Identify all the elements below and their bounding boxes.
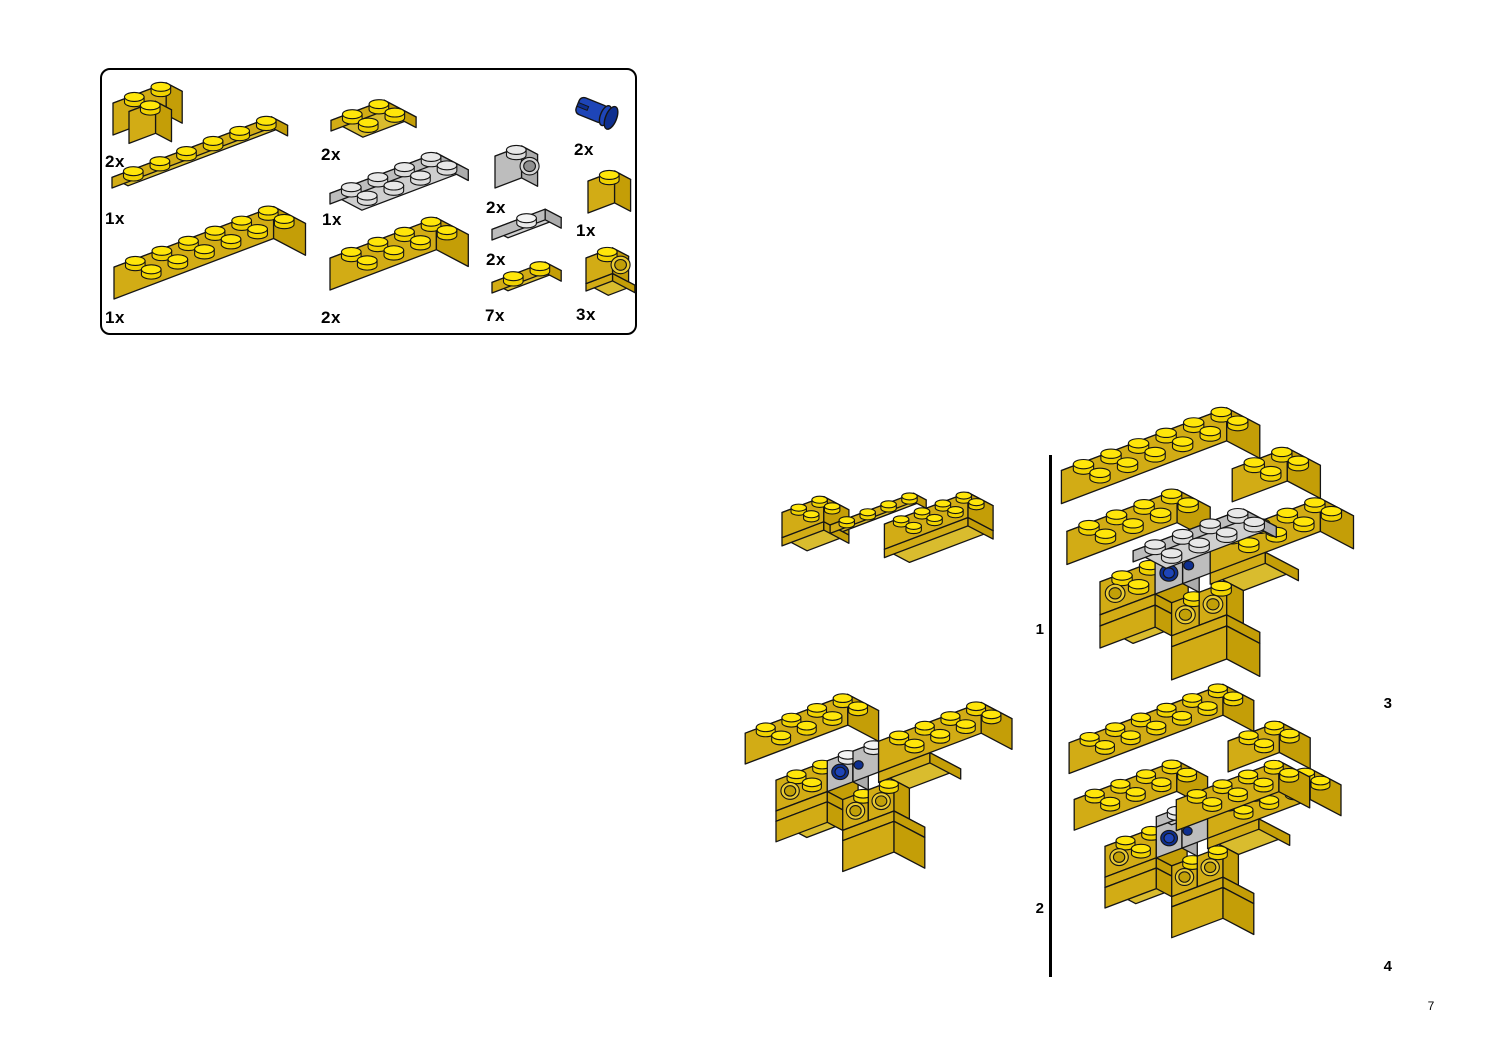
step-1-image: [781, 491, 994, 564]
step-1-number: 1: [1035, 621, 1044, 638]
part-qty-brick-2x6: 1x: [105, 308, 125, 327]
part-headlight-brick-1x1-yellow-icon: [585, 246, 636, 296]
part-qty-plate-1x6: 1x: [105, 209, 125, 228]
part-plate-1x6-yellow-icon: [111, 115, 289, 189]
part-qty-technic-brick: 2x: [486, 198, 506, 217]
page-number: 7: [1427, 999, 1435, 1013]
part-technic-pin-blue-icon: [575, 96, 619, 130]
step-2-image: [744, 693, 1013, 873]
step-4-number: 4: [1383, 958, 1392, 975]
part-brick-2x6-yellow-icon: [113, 205, 307, 300]
part-brick-1x1-yellow-icon: [587, 169, 632, 214]
part-technic-brick-1x1-gray-icon: [494, 144, 540, 189]
part-qty-corner-brick: 2x: [105, 152, 125, 171]
part-plate-1x2-yellow-icon: [491, 261, 562, 294]
part-plate-2x4-gray-icon: [329, 151, 469, 211]
part-qty-brick-2x4: 2x: [321, 308, 341, 327]
part-qty-plate-2x2: 2x: [321, 145, 341, 164]
step-3-image: [1060, 406, 1355, 681]
step-2-number: 2: [1035, 900, 1044, 917]
step-4-image: [1068, 683, 1342, 939]
part-brick-corner-2x2-yellow-icon: [112, 81, 183, 145]
part-jumper-plate-1x2-gray-icon: [491, 208, 562, 241]
part-qty-brick-1x1: 1x: [576, 221, 596, 240]
part-qty-technic-pin: 2x: [574, 140, 594, 159]
part-qty-headlight-brick: 3x: [576, 305, 596, 324]
step-divider-line: [1049, 455, 1052, 977]
part-brick-2x4-yellow-icon: [329, 216, 469, 291]
part-qty-plate-1x2: 7x: [485, 306, 505, 325]
step-3-number: 3: [1383, 695, 1392, 712]
part-qty-plate-2x4-gray: 1x: [322, 210, 342, 229]
part-qty-jumper-plate: 2x: [486, 250, 506, 269]
part-plate-2x2-yellow-icon: [330, 99, 417, 138]
